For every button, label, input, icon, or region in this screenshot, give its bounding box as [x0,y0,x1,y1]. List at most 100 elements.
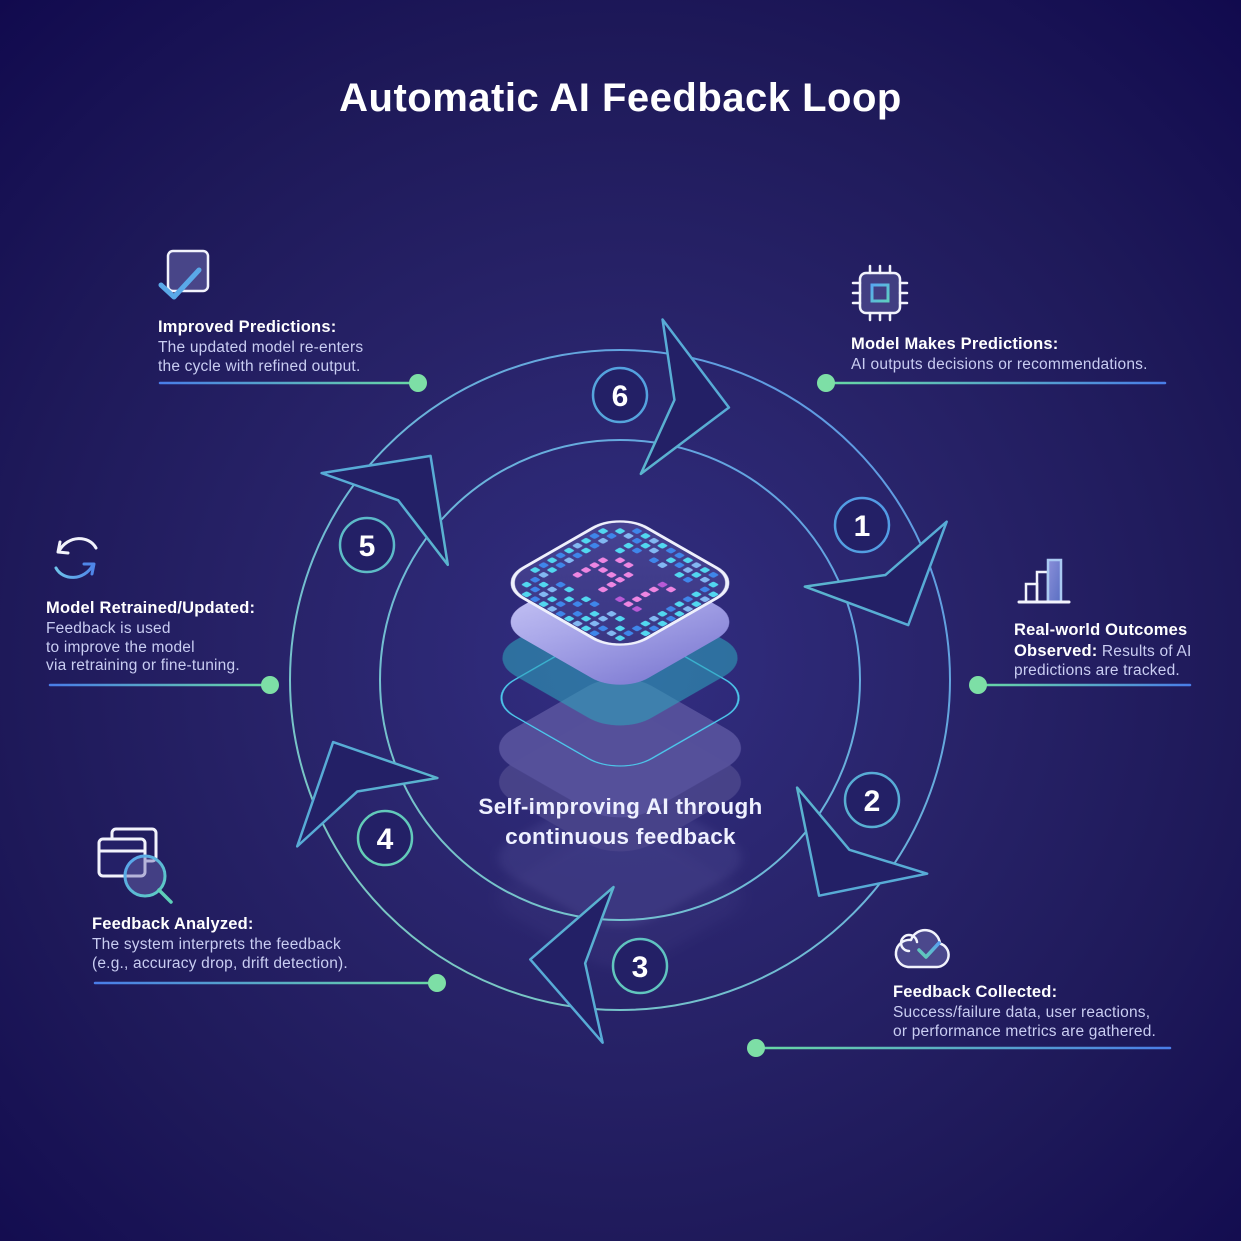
chip-dot [597,527,609,535]
cards-magnifier-icon [97,827,173,904]
chip-dot [537,600,550,608]
chip-dot [656,581,669,588]
chip-dot [605,581,618,588]
chip-dot [682,595,694,603]
chip-dot [571,552,584,559]
chip-dot [648,537,660,545]
chip-dot [631,537,643,545]
chip-dot [597,557,609,564]
cloud-check-icon [894,928,950,969]
chip-dot [597,625,609,632]
chip-dot [656,542,669,549]
chip-dot [521,591,533,598]
connector-dots [261,374,987,1057]
chip-dot [537,571,550,579]
chip-dot [673,571,686,579]
chip-dot [563,615,575,622]
chip-dot [622,532,635,540]
svg-text:2: 2 [864,785,881,818]
callout-body: The system interprets the feedback (e.g.… [92,935,348,972]
chip-dot [571,620,584,627]
chip-dot [546,557,558,564]
chip-dot [673,561,686,569]
chip-dot [521,581,533,588]
arrow-after-step-3 [529,885,615,1044]
chip-dot [631,625,643,632]
chip-dot [682,557,694,564]
refresh-cycle-icon [54,537,98,579]
chip-dot [554,610,567,618]
callout-model-makes-predictions: Model Makes Predictions: AI outputs deci… [851,264,1181,375]
svg-text:4: 4 [377,823,394,856]
callout-model-retrained: Model Retrained/Updated: Feedback is use… [46,532,281,676]
connector-dot [428,974,446,992]
chip-dot [588,630,601,637]
chip-dot [614,634,626,642]
chip-dot [588,561,601,569]
connector-dot [261,676,279,694]
chip-dot [546,605,558,613]
chip-dot [529,586,541,593]
chip-dot [665,605,677,613]
chip-dot [546,586,558,593]
callout-body: Success/failure data, user reactions, or… [893,1003,1157,1040]
chip-dot [673,552,686,559]
chip-dot [614,615,626,622]
chip-dot [639,620,652,627]
chip-dot [588,532,601,540]
chip-dot [699,576,711,583]
chip-dot [682,576,694,583]
loop-arrows [295,318,948,1044]
step-badge-6: 6 [591,366,649,424]
chip-dot [529,595,541,603]
chip-dot [707,571,719,579]
step-badge-2: 2 [843,771,901,829]
chip-dot [673,600,686,608]
chip-dot [571,571,584,579]
chip-dot [699,595,711,603]
chip-dot [580,547,592,554]
chip-dot [631,605,643,613]
chip-dot [648,557,660,564]
chip-dot [631,595,643,603]
chip-dot [690,591,703,598]
connector-dot [817,374,835,392]
chip-dot [699,586,711,593]
chip-dot [656,610,669,618]
chip-dot [707,591,719,598]
chip-dot [622,630,635,637]
chip-dot [631,527,643,535]
chip-dot [699,566,711,574]
callout-connectors [48,381,1192,1050]
chip-dot [529,566,541,574]
chip-dot [554,600,567,608]
callout-title: Feedback Analyzed: [92,915,254,933]
callout-title: Real-world Outcomes Observed: [1014,621,1188,660]
chip-dot [639,591,652,598]
chip-dot [537,561,550,569]
connector-dot [747,1039,765,1057]
chip-dot [588,600,601,608]
chip-dot [656,620,669,627]
callout-body: AI outputs decisions or recommendations. [851,355,1148,373]
chip-dot [580,595,592,603]
chip-dot [682,566,694,574]
chip-dot [580,615,592,622]
chip-dot [614,557,626,564]
loop-step-numbers: 1 2 3 4 5 6 [338,366,901,995]
chip-dot [563,586,575,593]
callout-feedback-collected: Feedback Collected: Success/failure data… [893,922,1193,1041]
chip-dot [690,600,703,608]
chip-dot [656,561,669,569]
chip-dot [690,561,703,569]
chip-dot [622,571,635,579]
step-badge-4: 4 [356,809,414,867]
loop-outer-ring [289,349,951,1011]
chip-dot [648,615,660,622]
svg-text:6: 6 [612,380,629,413]
chip-dot [546,566,558,574]
callout-body: Feedback is used to improve the model vi… [46,619,240,675]
chip-dot [580,625,592,632]
chip-dot [571,542,584,549]
